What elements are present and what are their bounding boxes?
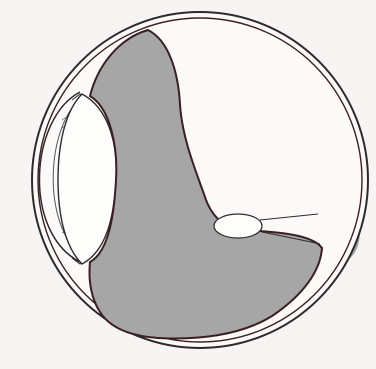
optic-disc [214,214,262,238]
